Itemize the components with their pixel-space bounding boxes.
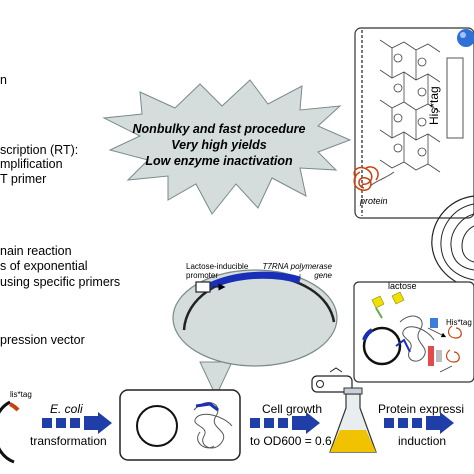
ecoli-cell: [119, 389, 241, 461]
lactose-label: lactose: [388, 281, 417, 291]
his-tag-vertical-label: His*tag: [427, 86, 441, 125]
shaker-icon: [311, 367, 353, 393]
burst-line-1: Nonbulky and fast procedure: [132, 122, 306, 136]
protein-blob: [353, 166, 379, 191]
promoter-label: Lactose-inducible promoter: [186, 262, 249, 280]
left-text-line-3: mplification: [0, 157, 63, 171]
induction-label: induction: [398, 434, 447, 448]
left-text-line-6: s of exponential: [0, 259, 88, 273]
left-text-line-2: scription (RT):: [0, 143, 79, 157]
induction-panel: [353, 281, 474, 383]
his-tag-resin-panel: [354, 27, 474, 219]
left-text-line-5: nain reaction: [0, 244, 72, 258]
ecoli-label: E. coli: [50, 402, 83, 416]
start-plasmid: [0, 400, 20, 464]
culture-flask: [329, 387, 377, 453]
burst-line-3: Low enzyme inactivation: [145, 154, 293, 168]
cell-growth-label: Cell growth: [262, 402, 323, 416]
protein-label: protein: [360, 196, 388, 206]
arrow-induction: [384, 412, 454, 434]
right-his-tag-label: His*tag: [446, 318, 472, 327]
zoom-callout: [172, 269, 338, 398]
transformation-label: transformation: [30, 434, 107, 448]
burst-shape: [102, 79, 352, 215]
arrow-transformation: [42, 412, 112, 434]
plasmid-his-tag-label: lis*tag: [10, 390, 32, 399]
od-label: to OD600 = 0.6: [250, 434, 332, 448]
rotor-arcs: [431, 195, 474, 289]
protein-expression-label: Protein expressi: [378, 402, 465, 416]
left-text-line-1: n: [0, 73, 7, 87]
left-text-line-8: pression vector: [0, 333, 85, 347]
left-text-line-7: using specific primers: [0, 275, 121, 289]
burst-line-2: Very high yields: [171, 138, 267, 152]
arrow-cell-growth: [250, 412, 320, 434]
gene-label: T7RNA polymerase gene: [262, 262, 332, 280]
left-text-line-4: T primer: [0, 172, 47, 186]
